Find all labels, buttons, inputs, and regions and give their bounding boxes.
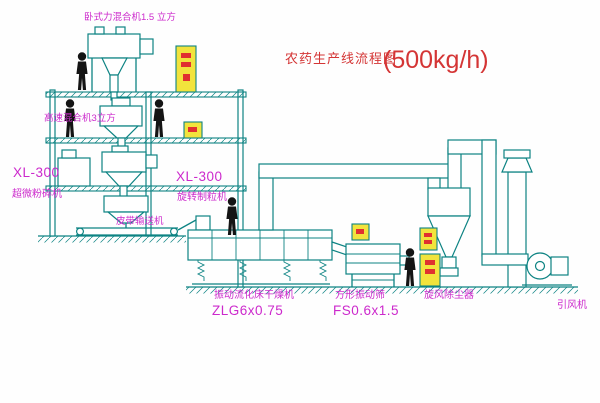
label-screen-model: FS0.6x1.5 [333,303,399,318]
diagram-title: 农药生产线流程图 [285,51,397,66]
diagram-capacity: (500kg/h) [383,46,489,74]
label-cyclone-name: 旋风除尘器 [424,288,474,301]
label-horizontal-mixer: 卧式力混合机1.5 立方 [84,11,176,23]
worker-figure [153,99,165,137]
control-cabinet-cyclone-upper [419,227,438,251]
ground-left [38,235,186,243]
vibrating-screen [331,241,410,287]
label-fan-name: 引风机 [557,298,587,311]
label-dryer-name: 振动流化床干燥机 [214,288,294,301]
belt-conveyor [75,219,197,236]
discharge-hopper [103,195,149,228]
control-cabinet-top [175,45,197,93]
horizontal-mixer [87,26,154,93]
control-box-deck2 [183,121,203,139]
fan-inlet-duct [481,139,529,266]
high-speed-mixer [99,91,143,153]
label-belt-conveyor: 皮带输送机 [116,215,164,227]
exhaust-duct [258,163,450,231]
worker-figure [226,197,238,235]
label-high-speed-mixer: 高速混合机3立方 [44,112,116,124]
control-box-screen [351,223,370,241]
worker-figure [404,248,416,286]
induced-draft-fan [522,252,572,286]
label-mill-model: XL-300 [13,165,60,180]
label-mill-name: 超微粉碎机 [12,187,62,200]
label-granulator-model: XL-300 [176,169,223,184]
label-dryer-model: ZLG6x0.75 [212,303,283,318]
worker-figure [76,52,88,90]
rotary-granulator [101,145,158,199]
micro-mill [57,149,91,187]
control-cabinet-cyclone-lower [419,253,441,287]
label-granulator-name: 旋转制粒机 [177,190,227,203]
label-screen-name: 方形振动筛 [335,288,385,301]
